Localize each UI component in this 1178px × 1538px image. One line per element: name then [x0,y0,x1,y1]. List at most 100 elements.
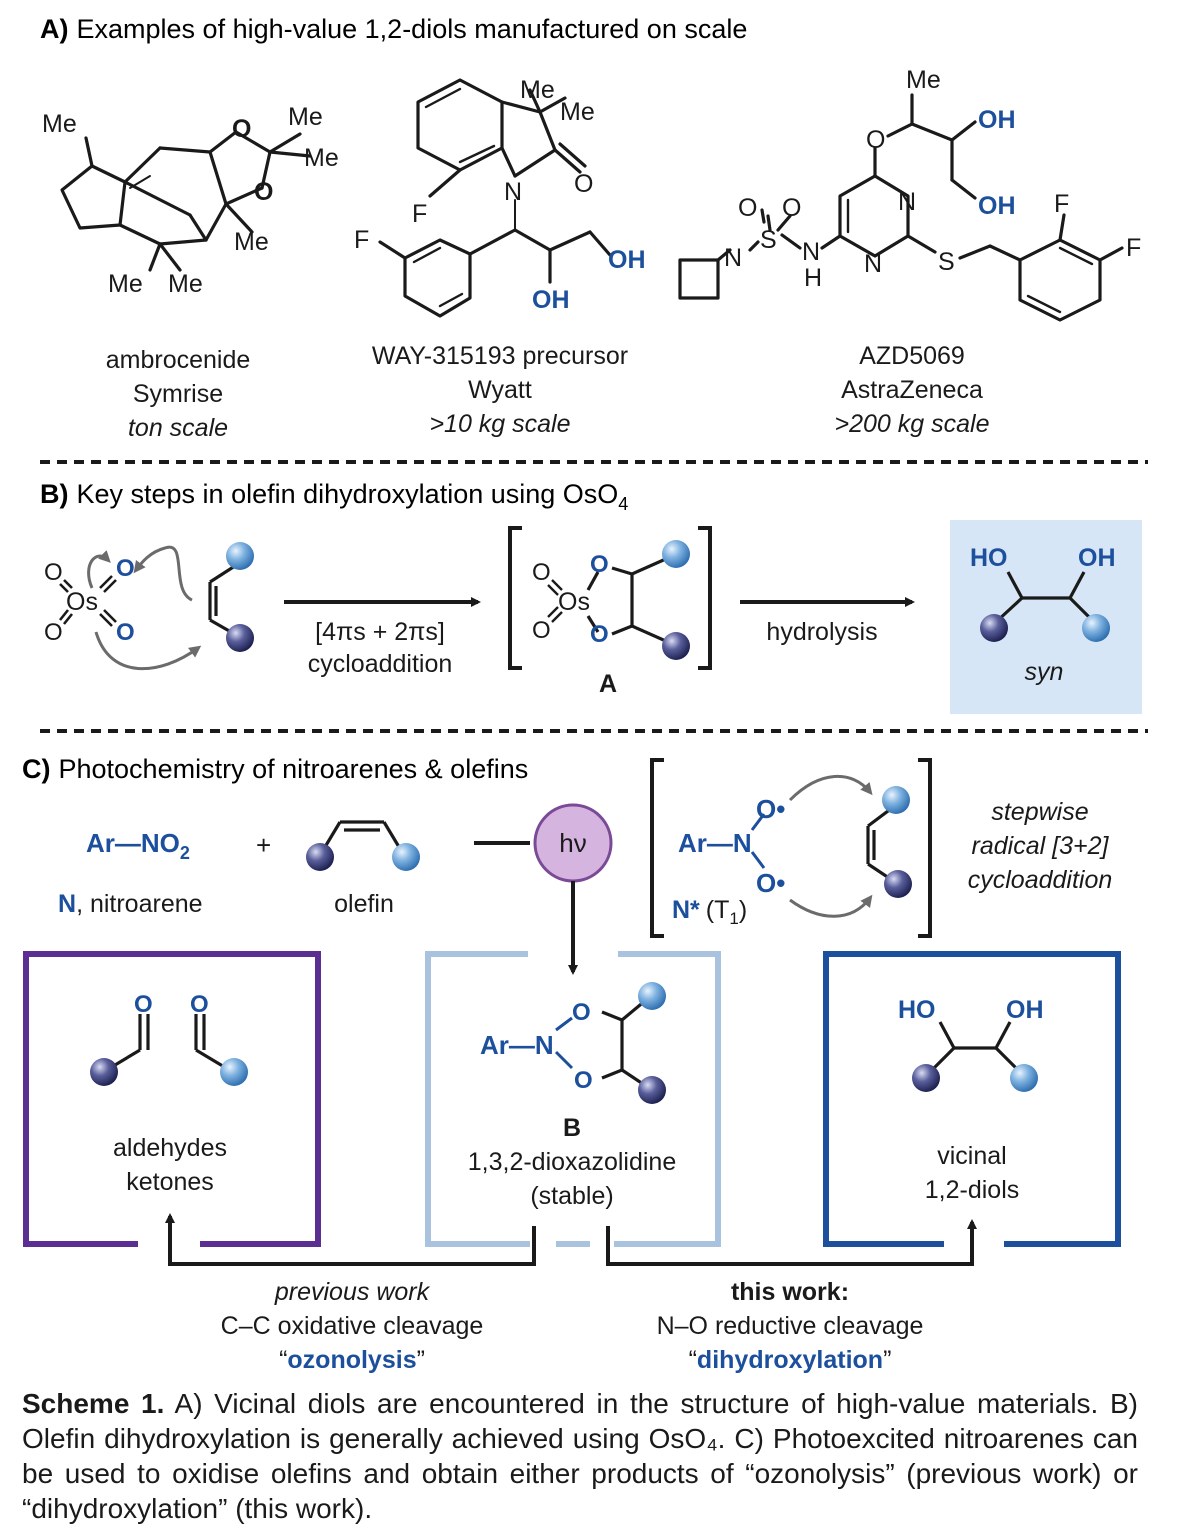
bracket-left-excited [650,758,664,938]
panel-a-letter: A) [40,14,69,44]
dioxazolidine-o-2: O [574,1067,593,1094]
compound-2-company: Wyatt [468,376,532,404]
syn-product-highlight [950,520,1142,714]
f-label-3: F [1054,190,1069,218]
center-box-line-2: (stable) [530,1182,613,1210]
n-label-4: N [724,244,742,272]
step1-line1: [4πs + 2πs] [315,618,445,646]
svg-text:Ar—NO2: Ar—NO2 [86,828,190,863]
panel-b: B) Key steps in olefin dihydroxylation us… [40,479,1142,714]
me-label-5: Me [108,270,143,298]
nitroarene-label: , nitroarene [76,890,202,918]
compound-1-scale: ton scale [128,414,228,442]
osmate-o-3: O [590,551,609,578]
me-label-8: Me [560,98,595,126]
scheme-figure: A) Examples of high-value 1,2-diols manuf… [22,14,1148,1374]
diol-ho: HO [898,996,936,1024]
left-path-line-2: C–C oxidative cleavage [221,1312,484,1340]
carbonyl-ball-light [220,1058,248,1086]
panel-a-heading: Examples of high-value 1,2-diols manufac… [77,14,748,44]
excited-o-radical-1: O• [756,794,785,824]
syn-oh: OH [1078,544,1116,572]
scheme-caption: Scheme 1. A) Vicinal diols are encounter… [22,1386,1138,1526]
panel-c: C)Photochemistry of nitroarenes & olefin… [22,754,1121,1374]
osmate-o-4: O [590,621,609,648]
mechanism-line-3: cycloaddition [968,866,1113,894]
syn-diol-structure [994,571,1096,624]
ambrocenide-structure [60,130,312,272]
right-path-line-1: this work: [731,1278,849,1306]
right-box-line-1: vicinal [937,1142,1006,1170]
oso4-o-3: O [44,619,63,646]
excited-label-close: ) [739,896,747,924]
excited-label-sub: 1 [729,909,738,928]
me-label-9: Me [906,66,941,94]
dihydroxylation-path-arrow [606,1219,977,1266]
excited-ball-dark [884,870,912,898]
compound-3-scale: >200 kg scale [835,410,990,438]
nitroarene-sub: 2 [180,843,190,863]
osmate-os: Os [558,588,590,616]
diol-oh: OH [1006,996,1044,1024]
n-label-3: N [864,250,882,278]
caption-label: Scheme 1. [22,1388,165,1419]
syn-ho: HO [970,544,1008,572]
center-product-box-left [425,951,530,1247]
compound-1-company: Symrise [133,380,223,408]
syn-ball-dark [980,614,1008,642]
carbonyl-structures [109,1014,227,1070]
azd5069-structure [678,93,1124,322]
syn-label: syn [1025,658,1064,686]
left-path-line-3: ozonolysis [287,1346,416,1374]
caption-text: A) Vicinal diols are encountered in the … [22,1388,1138,1524]
osmate-o-2: O [532,617,551,644]
compound-2-name: WAY-315193 precursor [372,342,628,370]
dioxazolidine-ball-dark [638,1076,666,1104]
compound-1-name: ambrocenide [106,346,251,374]
olefin-label: olefin [334,890,394,918]
compound-3-name: AZD5069 [859,342,965,370]
oh-label-4: OH [978,192,1016,220]
me-label-7: Me [520,76,555,104]
osmate-ball-dark [662,632,690,660]
excited-ar-n: Ar—N [678,828,752,858]
panel-b-heading: Key steps in olefin dihydroxylation usin… [77,479,619,509]
svg-text:N*(T1): N*(T1) [672,896,747,928]
o-label-2: O [254,178,273,206]
svg-text:A)Examples of high-value 1,2-d: A) Examples of high-value 1,2-diols manuf… [40,14,747,44]
diol-ball-dark [912,1064,940,1092]
compound-3-company: AstraZeneca [841,376,983,404]
panel-b-heading-sub: 4 [618,494,628,514]
right-path-line-2: N–O reductive cleavage [657,1312,924,1340]
s-label-1: S [938,248,955,276]
f-label-1: F [412,200,427,228]
dioxazolidine-n-o-bonds [554,1016,574,1070]
substituent-ball-light [226,542,254,570]
olefin-excited-structure [866,806,893,882]
step1-line2: cycloaddition [308,650,453,678]
oso4-o-4: O [116,619,135,646]
dioxazolidine-ball-light [638,982,666,1010]
s-label-2: S [760,226,777,254]
h-label-1: H [804,264,822,292]
panel-b-letter: B) [40,479,69,509]
way-315193-structure [378,78,612,318]
o-label-5: O [738,194,757,222]
me-label-1: Me [42,110,77,138]
left-path-line-1: previous work [274,1278,431,1306]
right-box-line-2: 1,2-diols [925,1176,1020,1204]
panel-c-letter: C) [22,754,51,784]
diol-ball-light [1010,1064,1038,1092]
o-label-1: O [232,115,251,143]
carbonyl-o-1: O [134,991,153,1018]
oso4-os: Os [66,588,98,616]
panel-a: A) Examples of high-value 1,2-diols manuf… [40,14,1141,442]
oso4-structure [58,575,117,627]
dioxazolidine-o-1: O [572,999,591,1026]
me-label-4: Me [234,228,269,256]
plus-sign: + [256,830,271,860]
intermediate-b-label: B [563,1114,581,1142]
ozonolysis-path-arrow [165,1213,536,1266]
left-product-box [23,951,321,1247]
svg-text:C)Photochemistry of nitroarene: C)Photochemistry of nitroarenes & olefin… [22,754,528,784]
